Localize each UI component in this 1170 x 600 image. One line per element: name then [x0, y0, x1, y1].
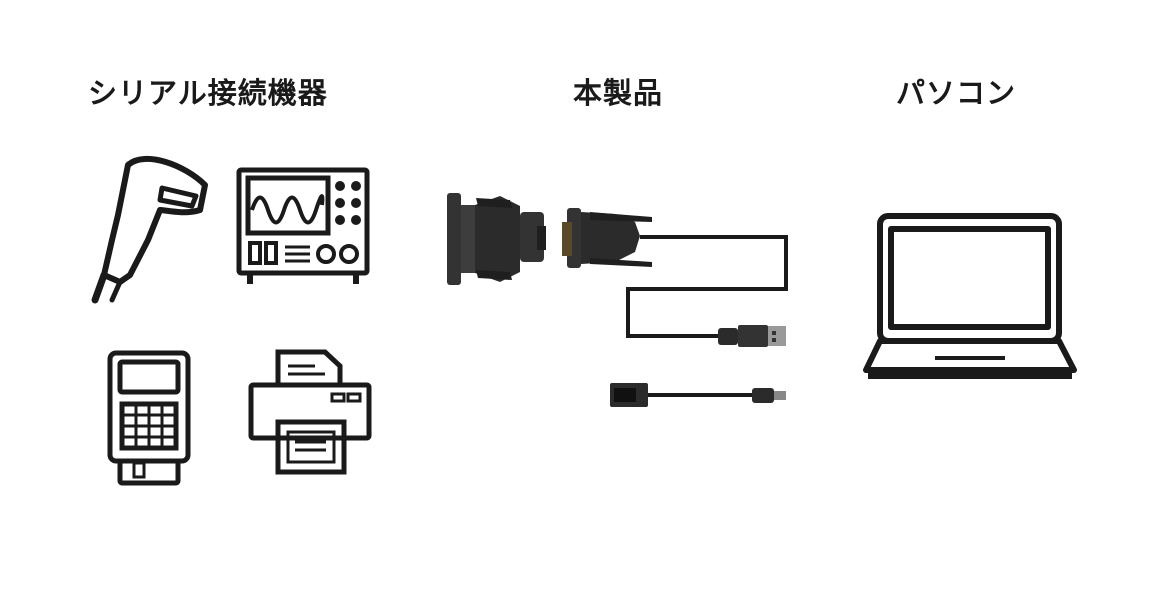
- heading-pc: パソコン: [896, 76, 1017, 110]
- usb-otg-cable-image: [610, 383, 786, 407]
- barcode-scanner-icon: [91, 155, 208, 304]
- printer-icon: [248, 349, 372, 475]
- payment-terminal-icon: [107, 350, 191, 486]
- heading-product: 本製品: [573, 76, 664, 110]
- db25-db9-adapter-image: [447, 193, 546, 285]
- laptop-icon: [863, 213, 1077, 379]
- oscilloscope-icon: [236, 167, 370, 284]
- usb-serial-cable-image: [562, 208, 788, 347]
- heading-serial-devices: シリアル接続機器: [88, 76, 328, 110]
